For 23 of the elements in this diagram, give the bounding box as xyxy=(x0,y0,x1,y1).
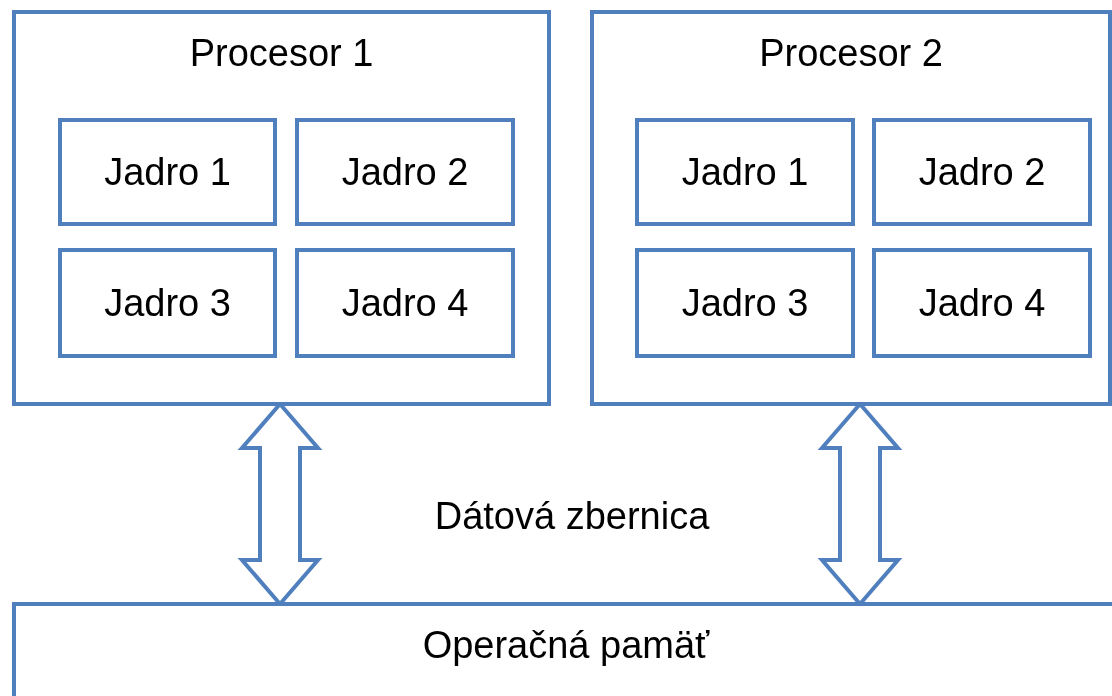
core-label: Jadro 3 xyxy=(680,281,810,325)
core-label: Jadro 1 xyxy=(103,150,232,194)
heading: Procesor 2 xyxy=(758,32,944,75)
core-label: Jadro 3 xyxy=(103,281,232,325)
core-label: Jadro 2 xyxy=(917,150,1047,194)
core-box xyxy=(58,248,277,358)
core-box xyxy=(872,118,1092,226)
processor-box xyxy=(590,10,1112,406)
core-box xyxy=(58,118,277,226)
bus-label: Dátová zbernica xyxy=(433,495,711,538)
core-label: Jadro 2 xyxy=(340,150,470,194)
core-label: Jadro 4 xyxy=(340,281,470,325)
core-box xyxy=(295,248,515,358)
core-box xyxy=(872,248,1092,358)
heading: Operačná pamäť xyxy=(421,624,711,667)
core-label: Jadro 1 xyxy=(680,150,810,194)
processor-box xyxy=(12,10,551,406)
memory-box xyxy=(12,602,1112,696)
core-box xyxy=(635,118,855,226)
core-box xyxy=(635,248,855,358)
core-box xyxy=(295,118,515,226)
heading: Procesor 1 xyxy=(188,32,375,75)
core-label: Jadro 4 xyxy=(917,281,1047,325)
